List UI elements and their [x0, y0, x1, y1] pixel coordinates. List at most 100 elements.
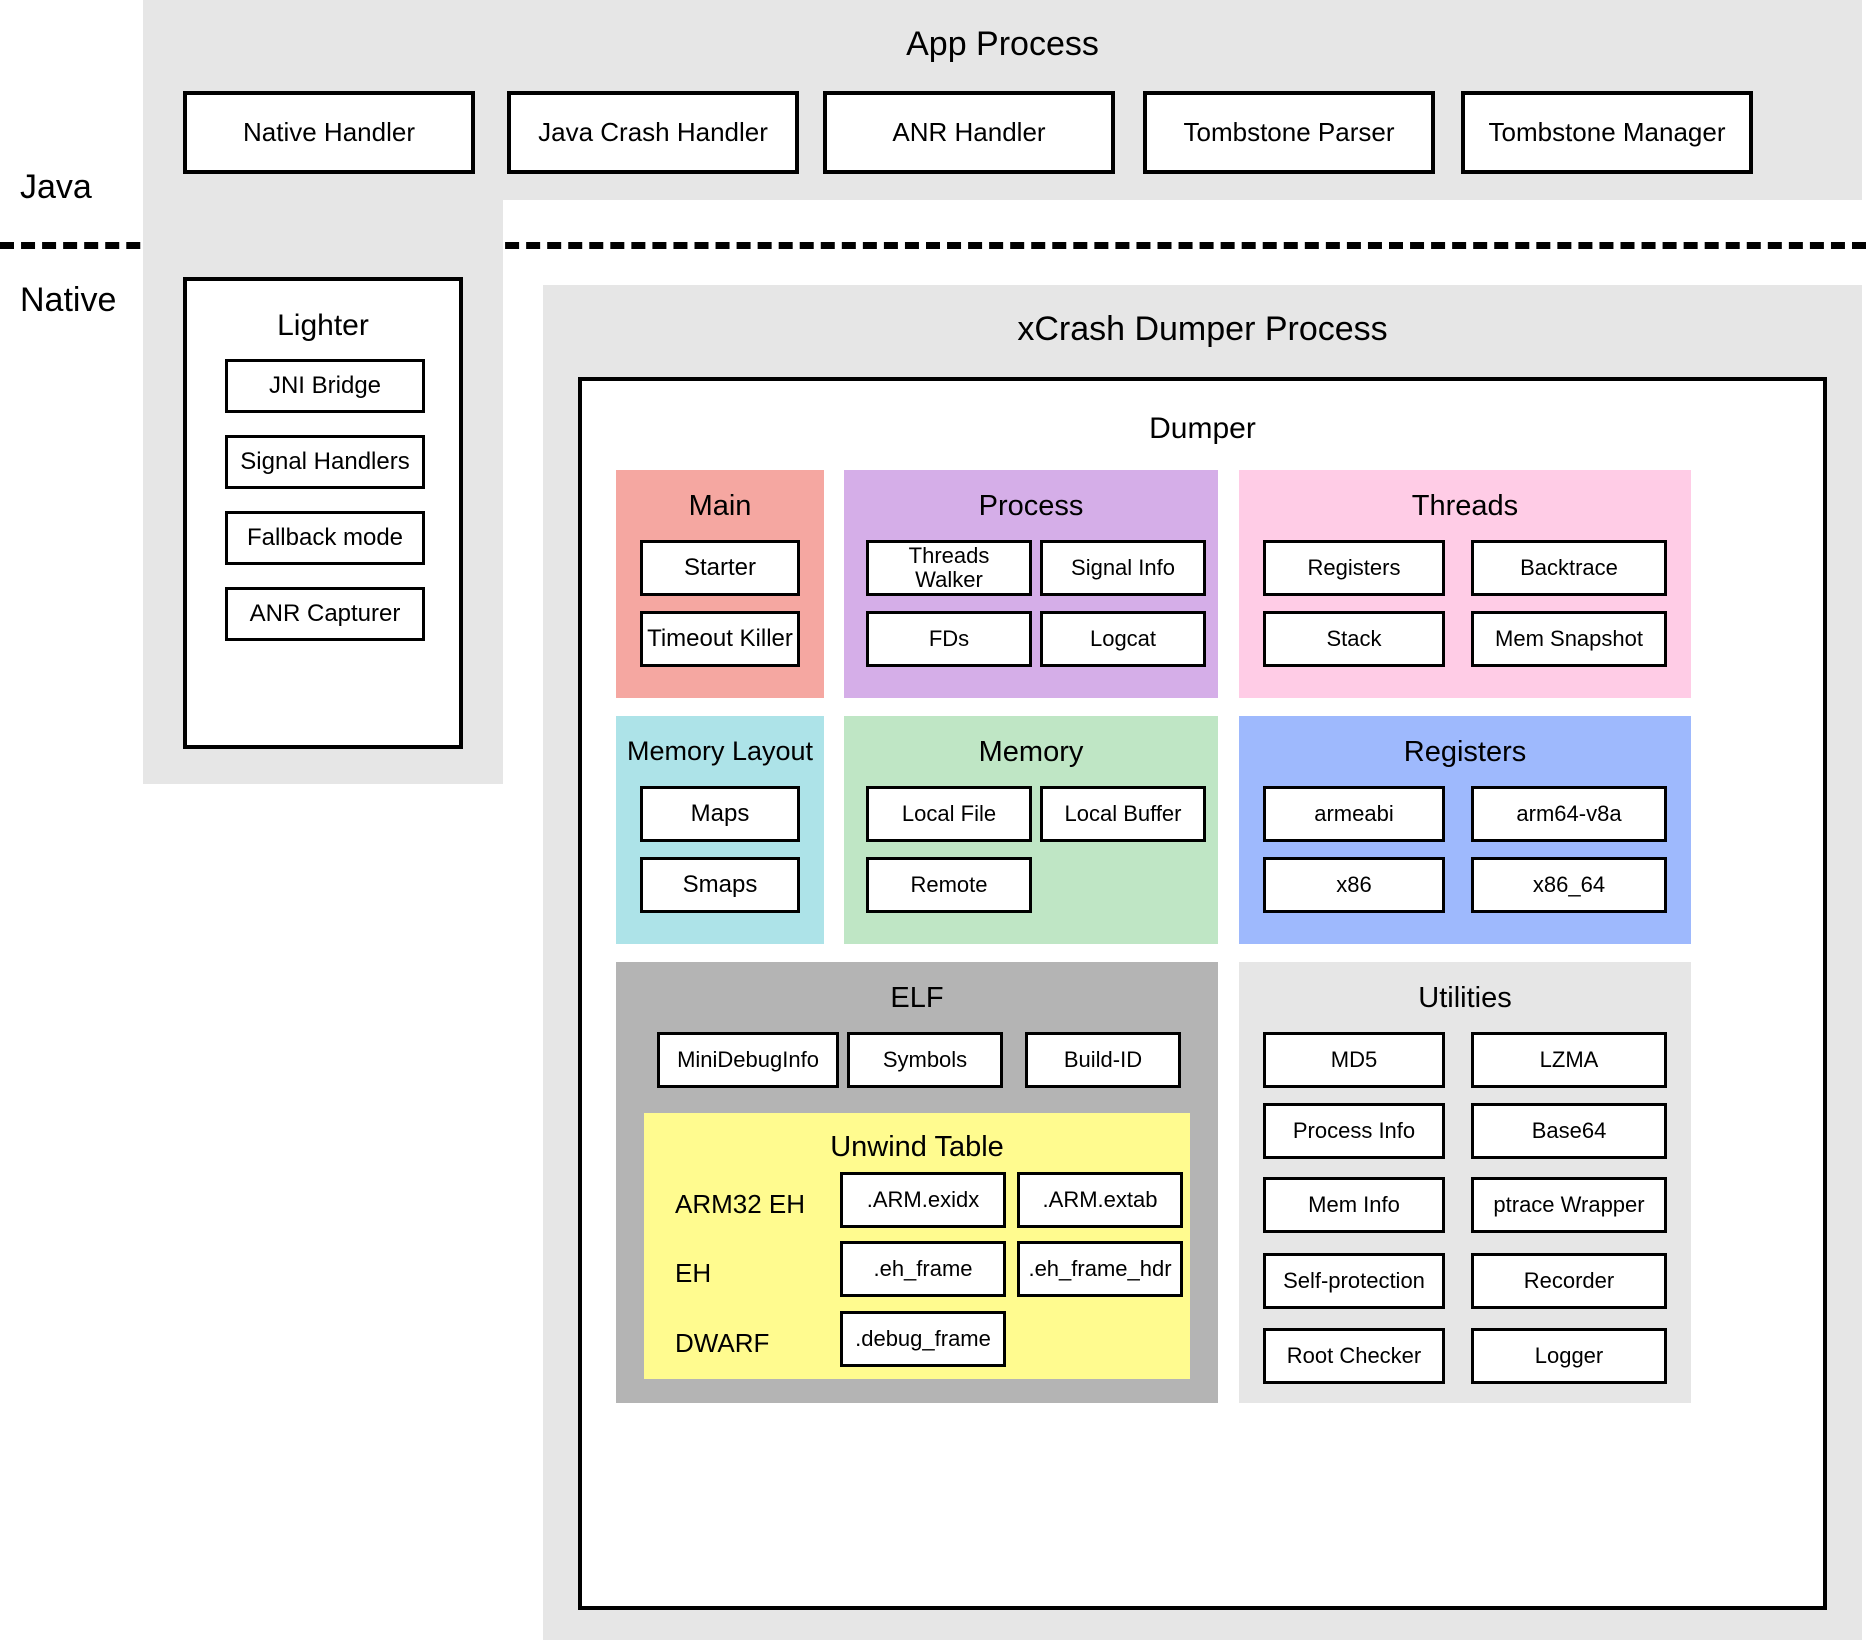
chip-logcat: Logcat	[1040, 611, 1206, 667]
chip-label: Process Info	[1292, 1117, 1416, 1143]
java-native-divider	[0, 242, 1866, 249]
chip-label: Fallback mode	[246, 523, 404, 551]
app-process-box-tombstone-manager: Tombstone Manager	[1461, 91, 1753, 174]
chip-label: .debug_frame	[855, 1325, 991, 1351]
chip-maps: Maps	[640, 786, 800, 842]
lighter-item-jni-bridge: JNI Bridge	[225, 359, 425, 413]
app-process-box-tombstone-parser: Tombstone Parser	[1143, 91, 1435, 174]
chip-label: arm64-v8a	[1516, 800, 1622, 826]
chip-label: Signal Info	[1071, 554, 1175, 580]
side-label-java: Java	[20, 168, 92, 206]
group-threads: Threads Registers Backtrace Stack Mem Sn…	[1239, 470, 1691, 698]
group-memory: Memory Local File Local Buffer Remote	[844, 716, 1218, 944]
group-main: Main Starter Timeout Killer	[616, 470, 824, 698]
chip-build-id: Build-ID	[1025, 1032, 1181, 1088]
chip-label: MiniDebugInfo	[677, 1046, 819, 1072]
chip-arm-extab: .ARM.extab	[1017, 1172, 1183, 1228]
chip-starter: Starter	[640, 540, 800, 596]
group-elf: ELF MiniDebugInfo Symbols Build-ID Unwin…	[616, 962, 1218, 1403]
chip-local-buffer: Local Buffer	[1040, 786, 1206, 842]
lighter-item-anr-capturer: ANR Capturer	[225, 587, 425, 641]
group-memory-title: Memory	[978, 736, 1084, 768]
chip-label: Build-ID	[1063, 1046, 1143, 1072]
chip-remote: Remote	[866, 857, 1032, 913]
chip-fds: FDs	[866, 611, 1032, 667]
chip-label: ANR Capturer	[249, 599, 401, 627]
chip-label: .ARM.extab	[1042, 1186, 1158, 1212]
chip-label: Logcat	[1089, 625, 1157, 651]
chip-eh-frame-hdr: .eh_frame_hdr	[1017, 1241, 1183, 1297]
chip-symbols: Symbols	[847, 1032, 1003, 1088]
chip-label: Stack	[1326, 625, 1382, 651]
chip-armeabi: armeabi	[1263, 786, 1445, 842]
unwind-row-label-dwarf: DWARF	[675, 1328, 770, 1358]
group-unwind-table-title: Unwind Table	[830, 1131, 1004, 1163]
group-main-title: Main	[688, 490, 752, 522]
chip-ptrace-wrapper: ptrace Wrapper	[1471, 1177, 1667, 1233]
box-label: Tombstone Parser	[1183, 117, 1395, 147]
group-memory-layout: Memory Layout Maps Smaps	[616, 716, 824, 944]
chip-label: Base64	[1531, 1117, 1607, 1143]
chip-label: .eh_frame	[873, 1255, 973, 1281]
chip-minidebuginfo: MiniDebugInfo	[657, 1032, 839, 1088]
chip-label: Logger	[1534, 1342, 1604, 1368]
chip-label: Remote	[910, 871, 988, 897]
chip-label: Local File	[901, 800, 997, 826]
group-memory-layout-title: Memory Layout	[626, 736, 814, 766]
chip-mem-snapshot: Mem Snapshot	[1471, 611, 1667, 667]
chip-arm-exidx: .ARM.exidx	[840, 1172, 1006, 1228]
group-registers-title: Registers	[1403, 736, 1527, 768]
chip-local-file: Local File	[866, 786, 1032, 842]
chip-root-checker: Root Checker	[1263, 1328, 1445, 1384]
chip-process-info: Process Info	[1263, 1103, 1445, 1159]
chip-label: LZMA	[1539, 1046, 1599, 1072]
chip-recorder: Recorder	[1471, 1253, 1667, 1309]
chip-self-protection: Self-protection	[1263, 1253, 1445, 1309]
chip-threads-walker: Threads Walker	[866, 540, 1032, 596]
chip-base64: Base64	[1471, 1103, 1667, 1159]
chip-timeout-killer: Timeout Killer	[640, 611, 800, 667]
box-label: Native Handler	[243, 117, 415, 147]
chip-label: Recorder	[1523, 1267, 1615, 1293]
dumper-title: Dumper	[1149, 412, 1256, 445]
group-registers: Registers armeabi arm64-v8a x86 x86_64	[1239, 716, 1691, 944]
lighter-box: Lighter JNI Bridge Signal Handlers Fallb…	[183, 277, 463, 749]
group-process-title: Process	[978, 490, 1084, 522]
chip-label: MD5	[1330, 1046, 1378, 1072]
side-label-native: Native	[20, 281, 117, 319]
chip-logger: Logger	[1471, 1328, 1667, 1384]
app-process-box-java-crash-handler: Java Crash Handler	[507, 91, 799, 174]
chip-thread-registers: Registers	[1263, 540, 1445, 596]
chip-x86: x86	[1263, 857, 1445, 913]
group-elf-title: ELF	[890, 982, 944, 1014]
lighter-item-signal-handlers: Signal Handlers	[225, 435, 425, 489]
group-unwind-table: Unwind Table ARM32 EH .ARM.exidx .ARM.ex…	[644, 1113, 1190, 1379]
chip-label: FDs	[928, 625, 970, 651]
chip-label: JNI Bridge	[268, 371, 382, 399]
chip-label: Local Buffer	[1064, 800, 1182, 826]
chip-smaps: Smaps	[640, 857, 800, 913]
app-process-title: App Process	[906, 25, 1099, 63]
unwind-row-label-arm32-eh: ARM32 EH	[675, 1189, 806, 1219]
chip-label: .ARM.exidx	[866, 1186, 980, 1212]
chip-label: Mem Snapshot	[1495, 625, 1643, 651]
chip-backtrace: Backtrace	[1471, 540, 1667, 596]
chip-label: Signal Handlers	[240, 447, 410, 475]
dumper-process-title: xCrash Dumper Process	[1017, 310, 1388, 348]
chip-md5: MD5	[1263, 1032, 1445, 1088]
box-label: Java Crash Handler	[538, 117, 768, 147]
chip-label: x86	[1336, 871, 1372, 897]
box-label: Tombstone Manager	[1488, 117, 1726, 147]
chip-label: Mem Info	[1308, 1191, 1400, 1217]
chip-arm64-v8a: arm64-v8a	[1471, 786, 1667, 842]
chip-label: Starter	[683, 553, 757, 581]
unwind-row-label-eh: EH	[675, 1258, 712, 1288]
chip-label: Backtrace	[1520, 554, 1618, 580]
chip-label: Timeout Killer	[647, 624, 793, 652]
chip-label: Self-protection	[1283, 1267, 1425, 1293]
chip-label: ptrace Wrapper	[1493, 1191, 1645, 1217]
chip-label: Threads Walker	[908, 542, 990, 592]
chip-eh-frame: .eh_frame	[840, 1241, 1006, 1297]
box-label: ANR Handler	[892, 117, 1046, 147]
chip-signal-info: Signal Info	[1040, 540, 1206, 596]
